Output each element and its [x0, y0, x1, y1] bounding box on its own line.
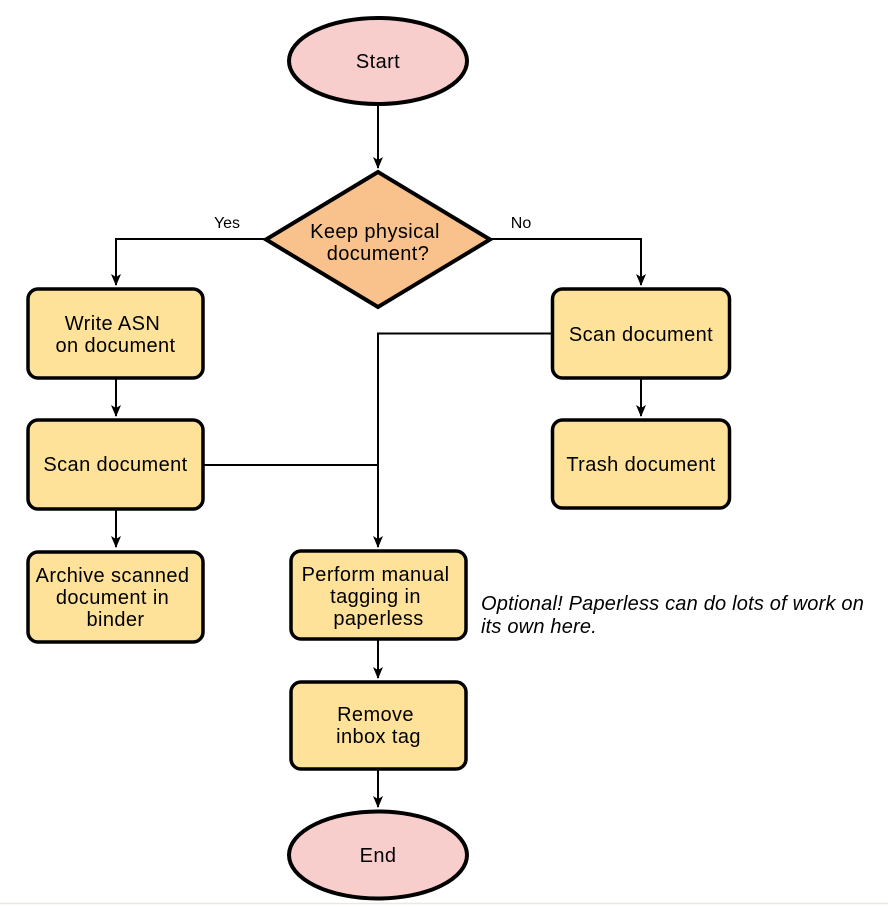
edge-label-no: No — [511, 215, 532, 232]
label-line: Archive scanned — [36, 565, 190, 587]
node-archive-scanned: Archive scanned document in binder — [26, 550, 205, 644]
scan-document-left-label: Scan document — [43, 454, 187, 476]
write-asn-label: Write ASN on document — [55, 313, 175, 357]
scan-document-right-label: Scan document — [569, 324, 713, 346]
scan-document-right-box-shape — [550, 287, 732, 380]
label-line: binder — [87, 609, 145, 631]
label-line: Perform manual — [302, 564, 450, 586]
archive-scanned-box-shape — [26, 550, 205, 644]
label-line: on document — [55, 335, 175, 357]
label-line: its own here. — [481, 616, 597, 638]
node-write-asn: Write ASN on document — [26, 287, 205, 380]
end-terminal-shape — [287, 809, 469, 901]
node-trash-document: Trash document — [550, 418, 732, 510]
node-remove-inbox-tag: Remove inbox tag — [289, 680, 468, 771]
label-line: tagging in — [330, 586, 421, 608]
start-terminal-shape — [287, 16, 469, 106]
label-line: Remove — [337, 704, 414, 726]
decision-diamond-shape — [262, 169, 494, 310]
remove-inbox-tag-label: Remove inbox tag — [336, 704, 421, 748]
manual-tagging-label: Perform manual tagging in paperless — [302, 564, 456, 630]
edge-label-yes: Yes — [214, 215, 240, 232]
node-start: Start — [287, 16, 469, 106]
decision-label: Keep physical document? — [310, 221, 446, 265]
node-keep-physical-decision: Keep physical document? — [262, 169, 494, 310]
label-line: document in — [56, 587, 169, 609]
label-line: Write ASN — [65, 313, 160, 335]
label-line: Optional! Paperless can do lots of work … — [481, 593, 864, 615]
node-scan-document-left: Scan document — [26, 418, 205, 511]
manual-tagging-box-shape — [289, 549, 468, 641]
node-manual-tagging: Perform manual tagging in paperless — [289, 549, 468, 641]
archive-scanned-label: Archive scanned document in binder — [36, 565, 196, 631]
trash-document-box-shape — [550, 418, 732, 510]
scan-document-left-box-shape — [26, 418, 205, 511]
write-asn-box-shape — [26, 287, 205, 380]
trash-document-label: Trash document — [566, 454, 715, 476]
remove-inbox-tag-box-shape — [289, 680, 468, 771]
label-line: inbox tag — [336, 726, 421, 748]
connector-merge-to-tagging — [373, 332, 552, 548]
node-end: End — [287, 809, 469, 901]
start-label: Start — [356, 51, 400, 73]
node-scan-document-right: Scan document — [550, 287, 732, 380]
label-line: paperless — [333, 608, 423, 630]
connector-decision-yes-branch — [111, 238, 266, 286]
end-label: End — [360, 845, 397, 867]
annotation-note: Optional! Paperless can do lots of work … — [481, 593, 870, 638]
label-line: Keep physical — [310, 221, 440, 243]
connector-decision-no-branch — [490, 238, 646, 286]
label-line: document? — [327, 243, 430, 265]
